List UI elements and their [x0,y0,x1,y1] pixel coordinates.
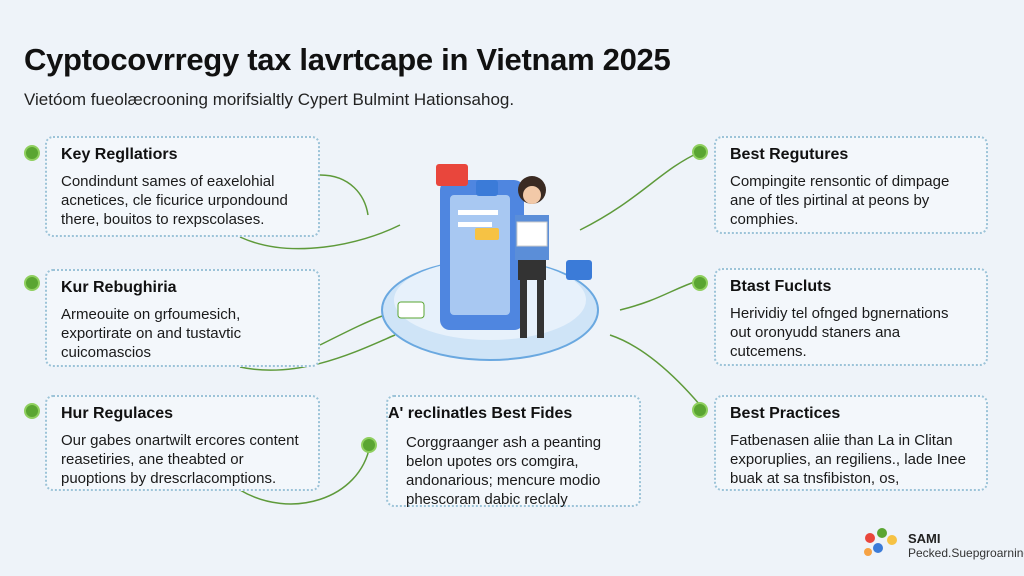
card-icon [475,228,499,240]
logo: SAMI Pecked.Suepgroarning [908,531,1024,560]
card-best-fides: A' reclinatles Best Fides Corggraanger a… [386,395,641,508]
card-text: Fatbenasen aliie than La in Clitan expor… [730,432,966,487]
card-text: Condindunt sames of eaxelohial acnetices… [61,173,288,228]
notification-icon [436,164,468,186]
document [516,221,548,247]
card-title: Kur Rebughiria [61,279,177,296]
card-key-regulations: Key Regllatiors Condindunt sames of eaxe… [45,136,320,237]
page-title: Cyptocovrregy tax lavrtcape in Vietnam 2… [24,42,671,77]
money-icon [397,301,425,319]
card-text: Our gabes onartwilt ercores content reas… [61,432,299,487]
logo-icon [864,528,897,556]
chat-icon [476,180,498,196]
card-text: Armeouite on grfoumesich, exportirate on… [61,306,242,361]
card-text: Compingite rensontic of dimpage ane of t… [730,173,950,228]
bullet-icon [692,402,708,418]
card-title: Hur Regulaces [61,405,174,422]
card-best-regutures: Best Regutures Compingite rensontic of d… [714,136,988,234]
bullet-icon [24,145,40,161]
connector [319,314,386,346]
card-title: Key Regllatiors [61,146,178,163]
message-icon [566,260,592,280]
card-title: A' reclinatles Best Fides [388,405,573,422]
card-rebughiria: Kur Rebughiria Armeouite on grfoumesich,… [45,269,320,367]
card-title: Btast Fucluts [730,278,832,295]
card-best-practices: Best Practices Fatbenasen aliie than La … [714,395,988,491]
connector [239,444,371,505]
bullet-icon [24,403,40,419]
connector [319,174,369,216]
page-subtitle: Vietóom fueolæcrooning morifsialtly Cype… [24,90,515,109]
card-text: Herividiy tel ofnged bgnernations out or… [730,305,949,360]
card-regulaces: Hur Regulaces Our gabes onartwilt ercore… [45,395,320,491]
logo-name: SAMI [908,531,941,546]
connector [609,334,701,406]
logo-tagline: Pecked.Suepgroarning [908,546,1024,560]
bullet-icon [361,437,377,453]
connector [619,279,701,311]
card-title: Best Regutures [730,146,849,163]
bullet-icon [692,144,708,160]
connector [579,151,701,231]
connector [239,224,401,250]
bullet-icon [692,275,708,291]
bullet-icon [24,275,40,291]
connector [239,334,396,371]
card-title: Best Practices [730,405,841,422]
card-text: Corggraanger ash a peanting belon upotes… [406,434,602,508]
central-illustration [381,164,599,361]
card-btast-fuclu: Btast Fucluts Herividiy tel ofnged bgner… [714,268,988,366]
